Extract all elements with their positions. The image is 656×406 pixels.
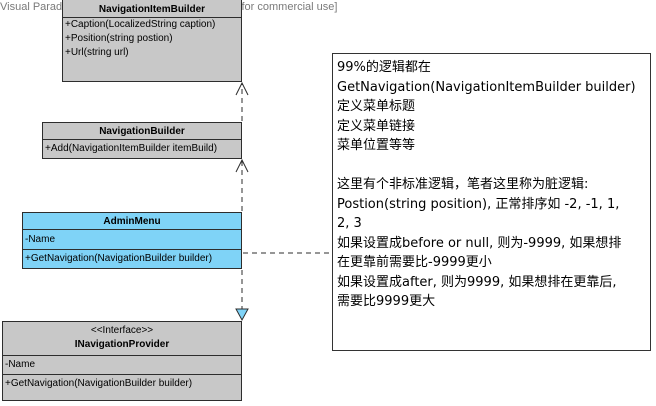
note-line: 2, 3 — [337, 216, 362, 231]
note-line: 99%的逻辑都在 — [337, 60, 431, 75]
operations-compartment: +GetNavigation(NavigationBuilder builder… — [3, 374, 241, 391]
attributes-compartment: -Name — [23, 229, 241, 247]
note-line: 需要比9999更大 — [337, 294, 436, 309]
operation: +Url(string url) — [65, 47, 129, 58]
realization-arrowhead — [235, 308, 249, 322]
dependency-arrowhead — [235, 158, 249, 173]
class-title: AdminMenu — [103, 216, 161, 227]
note-line: Postion(string position), 正常排序如 -2, -1, … — [337, 196, 620, 212]
operations-compartment: +Add(NavigationItemBuilder itemBuild) — [43, 139, 241, 156]
class-title: INavigationProvider — [74, 339, 170, 350]
note-line: 如果设置成before or null, 则为-9999, 如果想排 — [337, 235, 622, 251]
note-line: 这里有个非标准逻辑，笔者这里称为脏逻辑: — [337, 177, 589, 192]
operations-compartment: +Caption(LocalizedString caption) +Posit… — [63, 17, 241, 60]
operation: +GetNavigation(NavigationBuilder builder… — [5, 378, 193, 389]
note-blank-line — [337, 156, 650, 176]
class-admin-menu[interactable]: AdminMenu -Name +GetNavigation(Navigatio… — [22, 212, 242, 269]
note-line: 如果设置成after, 则为9999, 如果想排在更靠后, — [337, 274, 617, 290]
attribute: -Name — [25, 234, 56, 245]
stereotype-label: <<Interface>> — [90, 325, 154, 336]
note-line: GetNavigation(NavigationItemBuilder buil… — [337, 79, 636, 95]
operation: +GetNavigation(NavigationBuilder builder… — [25, 253, 213, 264]
class-inavigation-provider[interactable]: <<Interface>> INavigationProvider -Name … — [2, 321, 242, 401]
class-title: NavigationBuilder — [99, 126, 185, 137]
dependency-arrowhead — [235, 81, 249, 96]
note-line: 定义菜单链接 — [337, 118, 416, 134]
operation: +Add(NavigationItemBuilder itemBuild) — [45, 143, 218, 154]
note-line: 菜单位置等等 — [337, 138, 416, 153]
note-line: 在更靠前需要比-9999更小 — [337, 255, 492, 270]
operation: +Caption(LocalizedString caption) — [65, 19, 216, 30]
operations-compartment: +GetNavigation(NavigationBuilder builder… — [23, 249, 241, 266]
note-line: 定义菜单标题 — [337, 99, 416, 114]
class-navigation-item-builder[interactable]: NavigationItemBuilder +Caption(Localized… — [62, 0, 242, 82]
note-box[interactable]: 99%的逻辑都在 GetNavigation(NavigationItemBui… — [332, 53, 651, 351]
class-title: NavigationItemBuilder — [98, 4, 206, 15]
attributes-compartment: -Name — [3, 355, 241, 372]
class-navigation-builder[interactable]: NavigationBuilder +Add(NavigationItemBui… — [42, 122, 242, 159]
attribute: -Name — [5, 359, 36, 370]
operation: +Position(string postion) — [65, 33, 173, 44]
